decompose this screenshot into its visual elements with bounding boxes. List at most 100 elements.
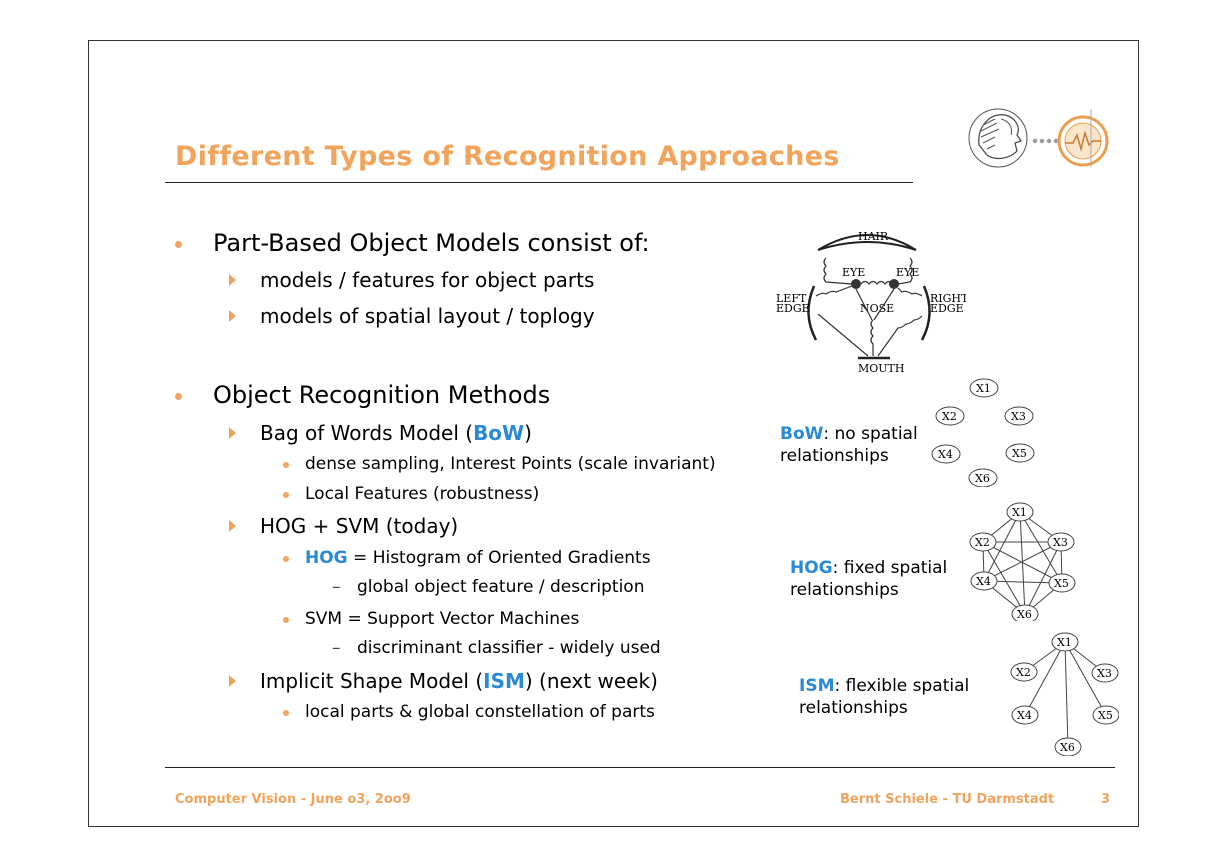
hog-node-x3: X3 bbox=[1047, 532, 1075, 552]
label-eye-right: EYE bbox=[896, 266, 919, 279]
footer-rule bbox=[165, 767, 1115, 768]
bow-node-x5: X5 bbox=[1005, 443, 1035, 463]
pulse-circle-icon bbox=[1057, 109, 1109, 167]
ism-node-x4: X4 bbox=[1011, 705, 1039, 725]
label-mouth: MOUTH bbox=[858, 362, 904, 374]
bullet-small bbox=[283, 462, 289, 468]
label-left-edge-1: LEFT bbox=[776, 292, 807, 305]
node-label: X1 bbox=[1057, 636, 1072, 649]
footer-author: Bernt Schiele - TU Darmstadt bbox=[840, 792, 1055, 807]
slide-title: Different Types of Recognition Approache… bbox=[175, 141, 840, 172]
node-label: X5 bbox=[1054, 577, 1069, 590]
node-label: X4 bbox=[938, 448, 953, 461]
ism-side-line-1: ISM: flexible spatial bbox=[799, 675, 969, 697]
node-label: X2 bbox=[942, 410, 957, 423]
slide-frame: Different Types of Recognition Approache… bbox=[88, 40, 1139, 827]
bow-node-x4: X4 bbox=[931, 444, 961, 464]
node-label: X2 bbox=[975, 536, 990, 549]
hog-sub: global object feature / description bbox=[357, 577, 645, 597]
label-eye-left: EYE bbox=[842, 266, 865, 279]
bow-node-x2: X2 bbox=[935, 406, 965, 426]
label-hair: HAIR bbox=[858, 230, 889, 243]
bullet-arrow bbox=[229, 274, 236, 286]
dash-marker: – bbox=[332, 638, 341, 658]
bow-item: Bag of Words Model (BoW) bbox=[260, 421, 532, 445]
bow-side-line-1: BoW: no spatial bbox=[780, 423, 918, 445]
footer-left: Computer Vision - June o3, 2oo9 bbox=[175, 792, 411, 807]
bow-side-label: BoW: no spatial relationships bbox=[780, 423, 918, 467]
svm-sub: discriminant classifier - widely used bbox=[357, 638, 661, 658]
node-label: X6 bbox=[1060, 741, 1075, 754]
bow-node-x6: X6 bbox=[968, 468, 998, 487]
node-label: X1 bbox=[976, 382, 991, 395]
bullet-small bbox=[283, 556, 289, 562]
bullet-small bbox=[283, 492, 289, 498]
ism-abbr: ISM bbox=[483, 669, 525, 693]
hog-abbr: HOG bbox=[305, 548, 348, 568]
label-nose: NOSE bbox=[860, 302, 894, 315]
bow-side-abbr: BoW bbox=[780, 424, 824, 444]
bow-side-line-2: relationships bbox=[780, 446, 889, 466]
hog-side-line-2: relationships bbox=[790, 580, 899, 600]
bullet-dot bbox=[175, 241, 182, 248]
node-label: X3 bbox=[1011, 410, 1026, 423]
bullet-dot bbox=[175, 393, 182, 400]
hog-node-x4: X4 bbox=[970, 571, 998, 591]
hog-def: = Histogram of Oriented Gradients bbox=[347, 548, 651, 568]
hogsvm-item: HOG + SVM (today) bbox=[260, 514, 459, 538]
node-label: X1 bbox=[1012, 506, 1027, 519]
bullet-arrow bbox=[229, 427, 236, 439]
bullet-arrow bbox=[229, 310, 236, 322]
bullet-small bbox=[283, 710, 289, 716]
ism-side-label: ISM: flexible spatial relationships bbox=[799, 675, 969, 719]
node-label: X3 bbox=[1053, 536, 1068, 549]
face-spring-model: HAIR LEFT EDGE RIGHT EDGE EYE EYE NOSE M… bbox=[776, 230, 966, 374]
title-rule bbox=[165, 182, 913, 183]
hog-node-x5: X5 bbox=[1048, 573, 1076, 593]
ism-pre: Implicit Shape Model ( bbox=[260, 669, 484, 693]
dash-marker: – bbox=[332, 577, 341, 597]
ism-node-x1: X1 bbox=[1051, 632, 1079, 652]
node-label: X6 bbox=[1017, 608, 1032, 621]
hog-side-abbr: HOG bbox=[790, 558, 833, 578]
bullet-small bbox=[283, 617, 289, 623]
part-sub-1: models / features for object parts bbox=[260, 268, 595, 292]
bow-node-graph: X1 X2 X3 X4 X5 X6 bbox=[931, 378, 1035, 487]
bow-sub-1: dense sampling, Interest Points (scale i… bbox=[305, 454, 716, 474]
ism-post: ) (next week) bbox=[524, 669, 658, 693]
methods-heading: Object Recognition Methods bbox=[213, 381, 551, 409]
svm-definition: SVM = Support Vector Machines bbox=[305, 609, 580, 629]
label-right-edge-1: RIGHT bbox=[930, 292, 966, 305]
part-sub-2: models of spatial layout / toplogy bbox=[260, 304, 595, 328]
node-label: X3 bbox=[1097, 667, 1112, 680]
part-based-heading: Part-Based Object Models consist of: bbox=[213, 229, 650, 257]
bow-node-x3: X3 bbox=[1004, 406, 1034, 426]
connector-dots-icon bbox=[1032, 138, 1059, 144]
node-label: X4 bbox=[1017, 709, 1032, 722]
bow-sub-2: Local Features (robustness) bbox=[305, 484, 540, 504]
hog-definition: HOG = Histogram of Oriented Gradients bbox=[305, 548, 651, 568]
hog-node-x1: X1 bbox=[1006, 502, 1034, 522]
hog-side-text: : fixed spatial bbox=[832, 558, 948, 578]
ism-node-x3: X3 bbox=[1091, 663, 1119, 683]
page-number: 3 bbox=[1101, 792, 1111, 807]
bow-pre: Bag of Words Model ( bbox=[260, 421, 474, 445]
bullet-arrow bbox=[229, 675, 236, 687]
node-label: X5 bbox=[1098, 709, 1113, 722]
bow-post: ) bbox=[524, 421, 532, 445]
hog-side-line-1: HOG: fixed spatial bbox=[790, 557, 947, 579]
ism-node-x6: X6 bbox=[1054, 737, 1082, 756]
ism-node-x2: X2 bbox=[1010, 662, 1038, 682]
hog-side-label: HOG: fixed spatial relationships bbox=[790, 557, 947, 601]
ism-node-graph: X1 X2 X3 X4 X5 X6 bbox=[1010, 632, 1119, 756]
bow-side-text: : no spatial bbox=[823, 424, 918, 444]
hog-node-x6: X6 bbox=[1011, 604, 1039, 621]
bullet-arrow bbox=[229, 520, 236, 532]
label-left-edge-2: EDGE bbox=[776, 302, 810, 315]
hog-node-x2: X2 bbox=[969, 532, 997, 552]
bow-node-x1: X1 bbox=[969, 378, 999, 398]
athena-head-icon bbox=[968, 108, 1028, 168]
ism-item: Implicit Shape Model (ISM) (next week) bbox=[260, 669, 658, 693]
hog-node-graph: X1 X2 X3 X4 X5 X6 bbox=[969, 502, 1076, 621]
university-logo bbox=[968, 108, 1109, 168]
